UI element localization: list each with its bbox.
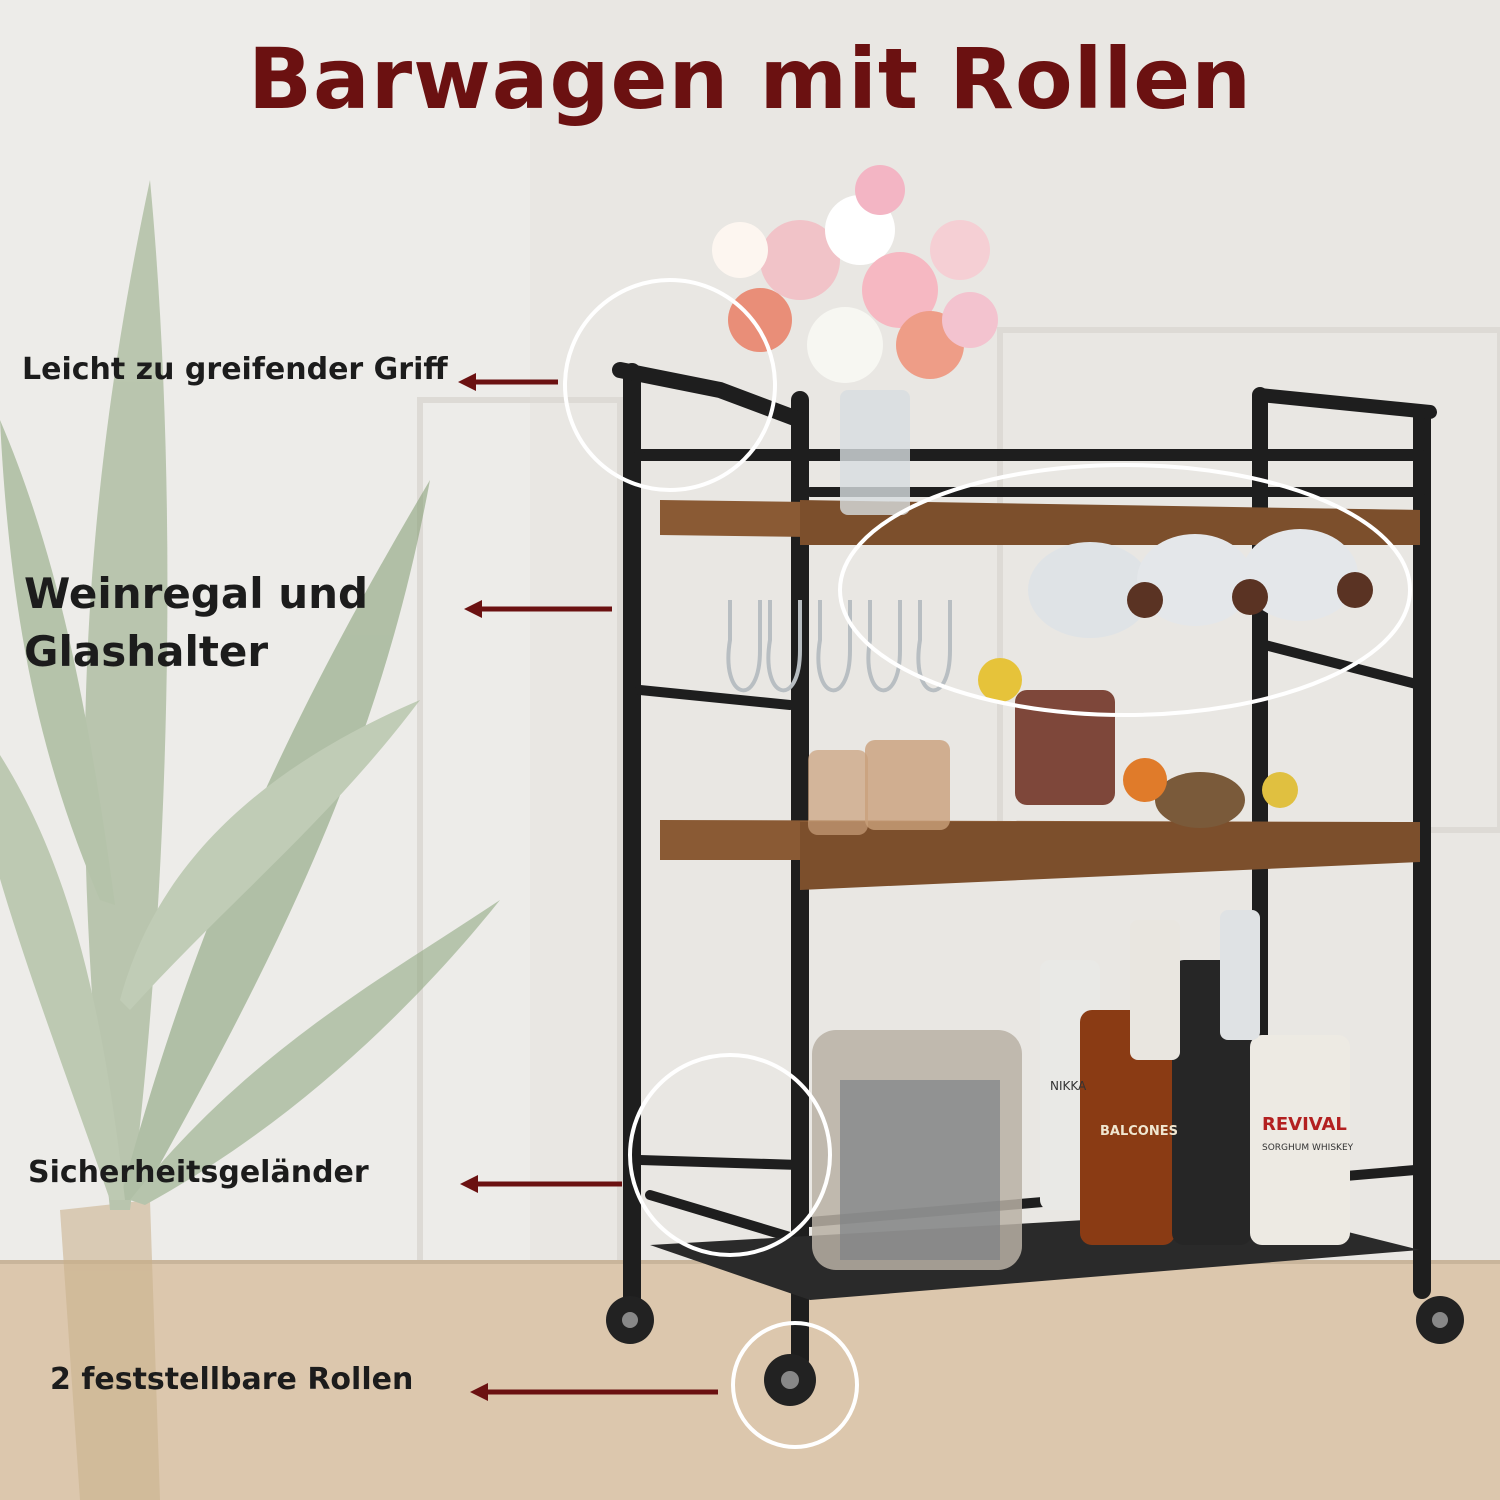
callout-arrows: [458, 373, 718, 1401]
flower-bouquet: [712, 165, 998, 515]
feature-label-safety-rail: Sicherheitsgeländer: [28, 1155, 369, 1190]
hanging-glasses: [726, 600, 952, 693]
bottle-label-sorghum: SORGHUM WHISKEY: [1262, 1143, 1354, 1153]
potted-plant: [0, 180, 500, 1500]
feature-label-wheels: 2 feststellbare Rollen: [50, 1362, 414, 1397]
feature-label-wine-rack-line2: Glashalter: [24, 627, 269, 676]
bottle-label-revival: REVIVAL: [1262, 1114, 1347, 1135]
lower-shelf-items: BALCONES REVIVAL SORGHUM WHISKEY NIKKA: [812, 910, 1354, 1270]
feature-label-wine-rack: Weinregal und Glashalter: [24, 565, 368, 681]
floor: [0, 1260, 1500, 1500]
wine-bottles: [1028, 529, 1373, 638]
page-title: Barwagen mit Rollen: [247, 30, 1253, 128]
bottle-label-balcones: BALCONES: [1100, 1124, 1178, 1139]
feature-label-handle: Leicht zu greifender Griff: [22, 352, 448, 387]
feature-label-wine-rack-line1: Weinregal und: [24, 569, 369, 618]
middle-shelf-items: [808, 658, 1298, 835]
wheels: [606, 1296, 1464, 1406]
highlight-circles: [563, 278, 1412, 1449]
bottle-label-nikka: NIKKA: [1050, 1079, 1087, 1093]
